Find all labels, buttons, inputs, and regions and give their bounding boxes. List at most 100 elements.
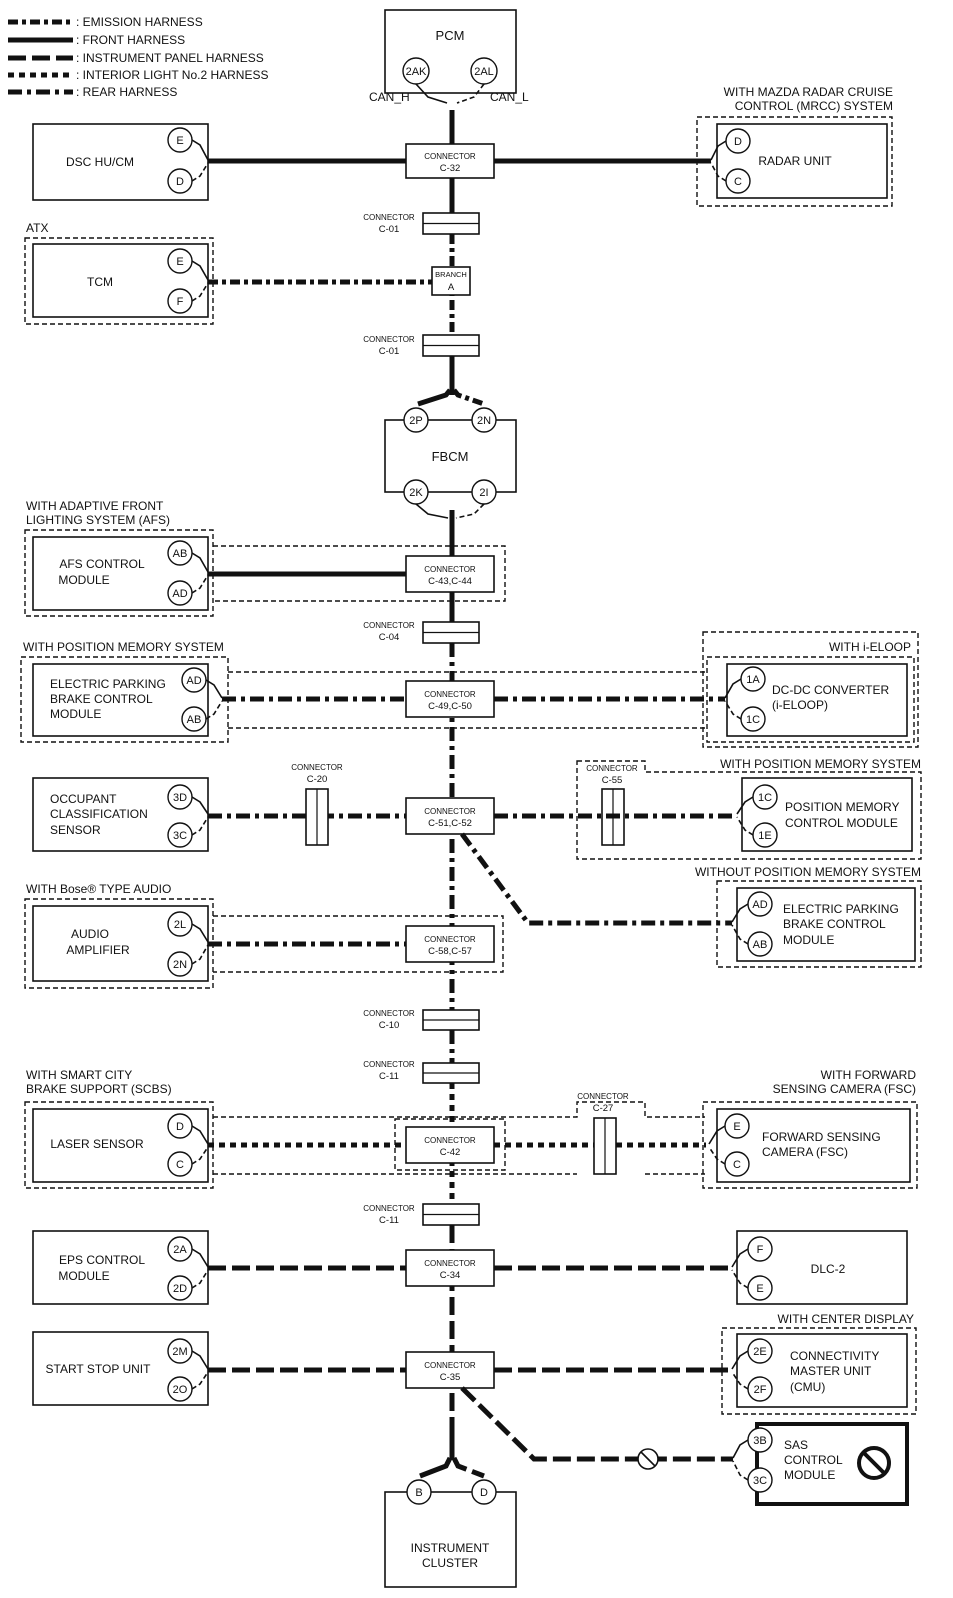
branch-a: BRANCH A (431, 266, 471, 296)
svg-text:MODULE: MODULE (783, 933, 834, 947)
mrcc-condition-line1: WITH MAZDA RADAR CRUISE (724, 85, 893, 99)
svg-text:CLUSTER: CLUSTER (422, 1556, 478, 1570)
svg-text:DC-DC CONVERTER: DC-DC CONVERTER (772, 683, 889, 697)
can-h-label: CAN_H (369, 90, 410, 104)
svg-text:CONNECTOR: CONNECTOR (424, 565, 476, 574)
svg-text:(CMU): (CMU) (790, 1380, 825, 1394)
legend-emission-label: : EMISSION HARNESS (76, 15, 203, 29)
svg-text:CAMERA (FSC): CAMERA (FSC) (762, 1145, 848, 1159)
connector-c58-c57: CONNECTOR C-58,C-57 (405, 925, 495, 963)
prohibited-icon (857, 1446, 891, 1480)
svg-text:C-10: C-10 (379, 1020, 400, 1031)
svg-text:CONNECTOR: CONNECTOR (424, 935, 476, 944)
svg-text:WITH Bose® TYPE AUDIO: WITH Bose® TYPE AUDIO (26, 882, 171, 896)
svg-text:2M: 2M (172, 1346, 187, 1358)
tcm-module: ATX TCM E F (24, 221, 432, 325)
svg-text:ELECTRIC PARKING: ELECTRIC PARKING (783, 902, 899, 916)
svg-text:2A: 2A (173, 1244, 187, 1256)
svg-text:BRAKE CONTROL: BRAKE CONTROL (50, 692, 153, 706)
prohibited-icon (637, 1448, 659, 1470)
svg-text:LASER SENSOR: LASER SENSOR (50, 1137, 144, 1151)
svg-text:CONNECTOR: CONNECTOR (577, 1092, 629, 1101)
svg-text:AFS CONTROL: AFS CONTROL (59, 557, 145, 571)
instrument-cluster-module: B D INSTRUMENT CLUSTER (384, 1456, 517, 1588)
dcdc-module: WITH i-ELOOP DC-DC CONVERTER (i-ELOOP) 1… (494, 631, 919, 748)
connector-c11-upper: CONNECTOR C-11 (363, 1060, 480, 1084)
svg-text:CONNECTOR: CONNECTOR (424, 1361, 476, 1370)
svg-text:1E: 1E (758, 830, 771, 842)
svg-text:2L: 2L (174, 919, 186, 931)
legend-rear-label: : REAR HARNESS (76, 85, 177, 99)
connector-c01-lower: CONNECTOR C-01 (363, 334, 480, 357)
svg-text:2I: 2I (479, 487, 488, 499)
connector-c34: CONNECTOR C-34 (405, 1249, 495, 1287)
svg-text:ELECTRIC PARKING: ELECTRIC PARKING (50, 677, 166, 691)
svg-text:CONNECTOR: CONNECTOR (363, 335, 415, 344)
pcm-pin-can-h: 2AK (406, 66, 427, 78)
svg-text:OCCUPANT: OCCUPANT (50, 792, 117, 806)
svg-text:2K: 2K (409, 487, 423, 499)
svg-text:C-20: C-20 (307, 774, 328, 785)
svg-text:CLASSIFICATION: CLASSIFICATION (50, 807, 148, 821)
pcm-module: PCM 2AK 2AL CAN_H CAN_L (369, 9, 529, 104)
svg-text:C-04: C-04 (379, 632, 400, 643)
svg-text:C-01: C-01 (379, 346, 400, 357)
start-stop-unit-module: START STOP UNIT 2M 2O (32, 1331, 406, 1406)
pcm-pin-can-l: 2AL (474, 66, 494, 78)
atx-condition: ATX (26, 221, 48, 235)
svg-text:AB: AB (173, 548, 188, 560)
svg-text:WITH ADAPTIVE FRONT: WITH ADAPTIVE FRONT (26, 499, 164, 513)
svg-text:C-49,C-50: C-49,C-50 (428, 701, 472, 712)
connector-c32: CONNECTOR C-32 (405, 143, 495, 179)
svg-text:C-35: C-35 (440, 1372, 461, 1383)
laser-sensor-module: WITH SMART CITY BRAKE SUPPORT (SCBS) LAS… (24, 1068, 705, 1189)
svg-text:3C: 3C (173, 830, 187, 842)
svg-text:MODULE: MODULE (58, 1269, 109, 1283)
connector-c20: CONNECTOR C-20 (291, 763, 343, 846)
connector-c11-lower: CONNECTOR C-11 (363, 1203, 480, 1226)
svg-text:WITH POSITION MEMORY SYSTEM: WITH POSITION MEMORY SYSTEM (23, 640, 224, 654)
svg-text:1C: 1C (758, 792, 772, 804)
legend-interior-label: : INTERIOR LIGHT No.2 HARNESS (76, 68, 269, 82)
connector-c27: CONNECTOR C-27 (494, 1092, 706, 1175)
svg-text:AD: AD (752, 899, 767, 911)
svg-text:CONTROL MODULE: CONTROL MODULE (785, 816, 898, 830)
svg-text:D: D (480, 1487, 488, 1499)
svg-text:2N: 2N (173, 959, 187, 971)
svg-text:3D: 3D (173, 792, 187, 804)
svg-text:(i-ELOOP): (i-ELOOP) (772, 698, 828, 712)
svg-text:D: D (176, 1121, 184, 1133)
svg-text:C-51,C-52: C-51,C-52 (428, 818, 472, 829)
svg-text:2P: 2P (409, 415, 422, 427)
svg-text:SENSING CAMERA (FSC): SENSING CAMERA (FSC) (773, 1082, 916, 1096)
svg-text:AB: AB (753, 939, 768, 951)
pcm-label: PCM (436, 28, 465, 43)
svg-text:CONNECTOR: CONNECTOR (363, 1009, 415, 1018)
svg-text:SENSOR: SENSOR (50, 823, 101, 837)
svg-text:WITHOUT POSITION MEMORY SYSTEM: WITHOUT POSITION MEMORY SYSTEM (695, 865, 921, 879)
svg-text:3C: 3C (753, 1475, 767, 1487)
svg-text:B: B (415, 1487, 422, 1499)
fbcm-label: FBCM (432, 449, 469, 464)
legend: : EMISSION HARNESS : FRONT HARNESS : INS… (8, 15, 269, 99)
svg-text:C-11: C-11 (379, 1071, 399, 1082)
svg-text:CONNECTOR: CONNECTOR (291, 763, 343, 772)
svg-text:D: D (734, 136, 742, 148)
svg-text:CONNECTIVITY: CONNECTIVITY (790, 1349, 879, 1363)
svg-text:MASTER UNIT: MASTER UNIT (790, 1364, 872, 1378)
legend-instrument-label: : INSTRUMENT PANEL HARNESS (76, 51, 264, 65)
svg-text:CONNECTOR: CONNECTOR (363, 1060, 415, 1069)
connector-c01-upper: CONNECTOR C-01 (363, 212, 480, 235)
svg-text:C-58,C-57: C-58,C-57 (428, 946, 472, 957)
dlc2-module: DLC-2 F E (494, 1230, 908, 1305)
svg-text:WITH SMART CITY: WITH SMART CITY (26, 1068, 132, 1082)
svg-text:FORWARD SENSING: FORWARD SENSING (762, 1130, 881, 1144)
connector-c49-c50: CONNECTOR C-49,C-50 (405, 680, 495, 718)
connector-c42: CONNECTOR C-42 (405, 1126, 495, 1164)
svg-text:WITH i-ELOOP: WITH i-ELOOP (829, 640, 911, 654)
svg-text:1C: 1C (746, 714, 760, 726)
c32-id: C-32 (440, 163, 461, 174)
epb-module-without-pos-mem: WITHOUT POSITION MEMORY SYSTEM ELECTRIC … (459, 832, 922, 968)
svg-text:AD: AD (186, 675, 201, 687)
svg-text:C-43,C-44: C-43,C-44 (428, 576, 472, 587)
